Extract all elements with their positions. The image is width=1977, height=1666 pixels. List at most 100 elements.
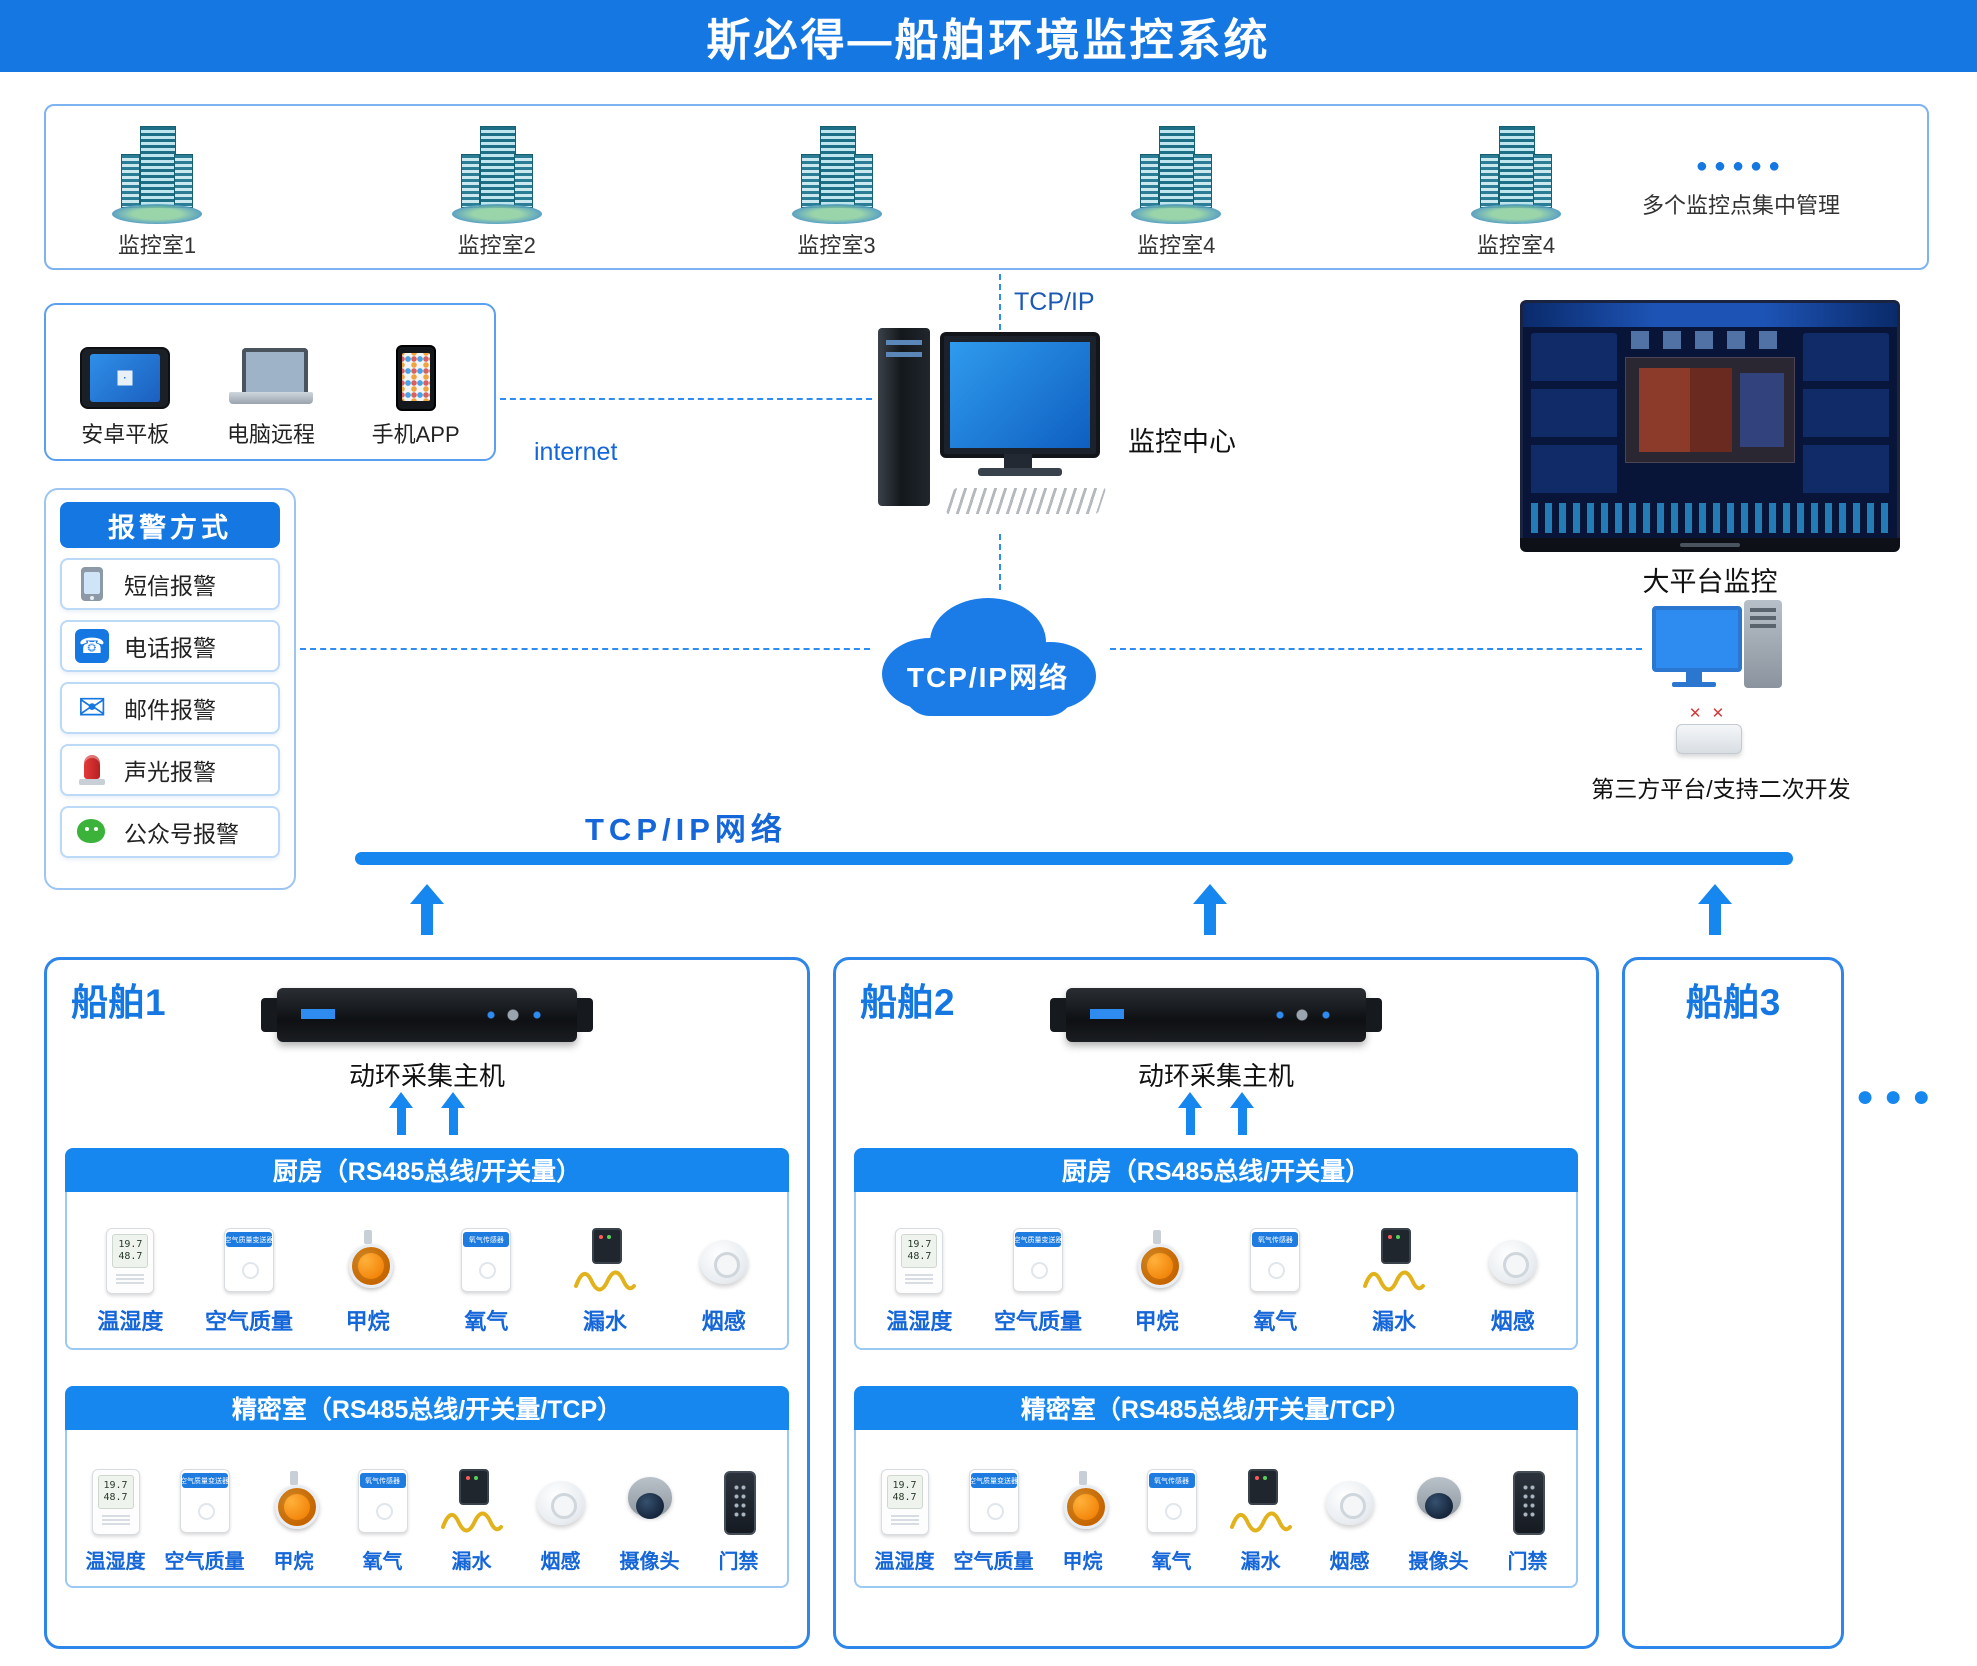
alarm-item-label: 邮件报警: [124, 697, 216, 723]
more-ships-ellipsis: ●●●: [1856, 1080, 1941, 1113]
sensor-label: 甲烷: [1062, 1551, 1103, 1573]
pc-tower-icon: [1744, 600, 1782, 688]
sensor-item: 空气质量变送器 19.748.7 空气质量: [949, 1467, 1038, 1574]
router-icon: [1676, 704, 1742, 756]
monitor-room-label: 监控室4: [1476, 233, 1556, 258]
client-device-label: 手机APP: [371, 422, 460, 447]
ship-name: 船舶3: [1685, 982, 1781, 1023]
oxygen-icon: 氧气传感器 19.748.7: [351, 1467, 415, 1541]
alarm-list: 短信报警 电话报警 邮件报警 声光报警: [60, 558, 280, 858]
building-icon: [1128, 122, 1224, 226]
mail-alarm-icon: [73, 689, 111, 727]
ship1-uplink-arrow: [410, 884, 444, 936]
phone-icon: [395, 345, 436, 411]
floorplan-icon: [1625, 357, 1795, 463]
ship2-uplink-arrow: [1193, 884, 1227, 936]
sensor-item: 19.748.7 漏水: [427, 1467, 516, 1574]
ship3-uplink-arrow: [1698, 884, 1732, 936]
sensor-item: 19.748.7 摄像头: [605, 1467, 694, 1574]
phone-alarm-icon: [75, 629, 109, 663]
sensor-label: 摄像头: [1408, 1551, 1469, 1573]
collector-host-label: 动环采集主机: [348, 1061, 505, 1091]
client-devices-row: 安卓平板 电脑远程 手机APP: [46, 305, 494, 459]
client-device-label: 安卓平板: [81, 422, 170, 447]
monitor-rooms-section: 监控室1 监控室2 监控室3 监控室4: [44, 104, 1929, 270]
client-device-item: 手机APP: [372, 345, 460, 449]
sensor-label: 空气质量: [994, 1309, 1083, 1334]
leak-icon: 19.748.7: [573, 1226, 637, 1300]
ship-name: 船舶2: [860, 982, 955, 1023]
pc-tower-icon: [878, 328, 930, 506]
sensor-item: 空气质量变送器 19.748.7 空气质量: [979, 1226, 1098, 1336]
dashboard-screen-icon: [1520, 300, 1900, 542]
rooms-note: ●●●●● 多个监控点集中管理: [1591, 114, 1891, 260]
alarm-item: 邮件报警: [60, 682, 280, 734]
camera-icon: 19.748.7: [618, 1467, 682, 1541]
connector-alarm-to-cloud: [300, 648, 870, 650]
sound-light-alarm-icon: [77, 753, 107, 787]
thirdparty-router: [1676, 704, 1742, 756]
collector-host-label: 动环采集主机: [1137, 1061, 1294, 1091]
alarm-item: 公众号报警: [60, 806, 280, 858]
cable-icon: [574, 1270, 637, 1292]
kitchen-panel-title: 厨房（RS485总线/开关量）: [65, 1148, 789, 1192]
building-icon: [789, 122, 885, 226]
sensor-item: 19.748.7 甲烷: [1038, 1467, 1127, 1574]
sms-alarm-icon: [81, 567, 103, 601]
building-icon: [1468, 122, 1564, 226]
monitor-room-label: 监控室1: [117, 233, 197, 258]
ellipsis-dots: ●●●●●: [1695, 154, 1787, 177]
monitor-icon: [1652, 606, 1742, 687]
tcpip-label: TCP/IP: [1014, 288, 1095, 316]
client-device-item: 安卓平板: [80, 345, 171, 449]
tcpip-bus-bar: [355, 852, 1793, 865]
methane-icon: 19.748.7: [336, 1226, 400, 1300]
sensor-label: 烟感: [701, 1309, 746, 1334]
thirdparty-label: 第三方平台/支持二次开发: [1591, 776, 1851, 802]
sensor-label: 摄像头: [619, 1551, 680, 1573]
sensor-item: 氧气传感器 19.748.7 氧气: [1216, 1226, 1335, 1336]
sensor-item: 氧气传感器 19.748.7 氧气: [338, 1467, 427, 1574]
alarm-item-label: 公众号报警: [124, 821, 239, 847]
cable-icon: [440, 1511, 503, 1533]
sensor-label: 漏水: [451, 1551, 492, 1573]
ships-row: 船舶1 动环采集主机 厨房（RS485总线/开关量）: [44, 957, 1599, 1649]
title-bar: 斯必得—船舶环境监控系统: [0, 0, 1977, 72]
monitor-room-label: 监控室2: [457, 233, 536, 258]
monitor-room-item: 监控室3: [762, 114, 912, 260]
sensor-item: 19.748.7 摄像头: [1394, 1467, 1483, 1574]
monitor-room-label: 监控室3: [797, 233, 876, 258]
sensor-item: 19.748.7 漏水: [1335, 1226, 1454, 1336]
sensor-uplink-arrow: [1230, 1092, 1254, 1136]
alarm-item-label: 电话报警: [124, 635, 216, 661]
alarm-item: 声光报警: [60, 744, 280, 796]
big-platform-screen: [1520, 300, 1900, 552]
sensor-item: 19.748.7 漏水: [546, 1226, 665, 1336]
monitor-room-label: 监控室4: [1137, 233, 1216, 258]
sensor-label: 空气质量: [205, 1309, 294, 1334]
air-quality-icon: 空气质量变送器 19.748.7: [173, 1467, 237, 1541]
bus-network-label: TCP/IP网络: [585, 812, 787, 847]
collector-host-icon: [261, 988, 593, 1042]
thirdparty-computer-icon: [1652, 600, 1792, 696]
precision-panel-title: 精密室（RS485总线/开关量/TCP）: [854, 1386, 1578, 1430]
ship3-box: 船舶3: [1622, 957, 1844, 1649]
sensor-label: 氧气: [1151, 1551, 1192, 1573]
monitoring-center-computer-icon: [878, 320, 1118, 532]
oxygen-icon: 氧气传感器 19.748.7: [1243, 1226, 1307, 1300]
alarm-item-label: 短信报警: [124, 573, 216, 599]
client-device-label: 电脑远程: [226, 422, 315, 447]
methane-icon: 19.748.7: [1125, 1226, 1189, 1300]
cloud-label: TCP/IP网络: [906, 662, 1070, 693]
sensor-label: 漏水: [1372, 1309, 1417, 1334]
ship-box: 船舶1 动环采集主机 厨房（RS485总线/开关量）: [44, 957, 810, 1649]
leak-icon: 19.748.7: [1229, 1467, 1293, 1541]
sensor-item: 氧气传感器 19.748.7 氧气: [427, 1226, 546, 1336]
smoke-icon: 19.748.7: [692, 1226, 756, 1300]
sensor-item: 19.748.7 烟感: [516, 1467, 605, 1574]
